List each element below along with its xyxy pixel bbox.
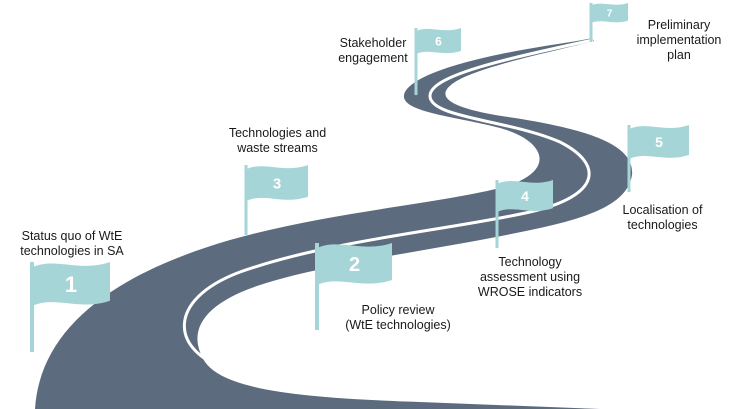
milestone-7-flag: 7 — [589, 3, 628, 42]
milestone-3-number: 3 — [273, 175, 281, 192]
milestone-5-flag: 5 — [627, 125, 689, 192]
milestone-3-flag: 3 — [244, 165, 308, 235]
milestone-7-label: Preliminary implementation plan — [636, 18, 722, 62]
flag-banner — [246, 165, 308, 201]
flag-banner — [32, 262, 110, 306]
flag-banner — [629, 125, 689, 159]
milestone-2-number: 2 — [349, 254, 360, 276]
road-center-line — [182, 38, 594, 409]
milestone-5-label: Localisation of technologies — [622, 203, 703, 232]
flag-banner — [591, 3, 628, 23]
milestone-7-number: 7 — [607, 9, 613, 20]
milestone-6-number: 6 — [435, 34, 442, 48]
milestone-1-label: Status quo of WtE technologies in SA — [20, 229, 124, 258]
milestone-4-label: Technology assessment using WROSE indica… — [477, 255, 583, 299]
flag-banner — [317, 243, 392, 285]
milestone-1-flag: 1 — [30, 262, 110, 352]
milestone-6-flag: 6 — [414, 28, 461, 95]
flag-banner — [416, 28, 461, 54]
milestone-1-number: 1 — [65, 272, 77, 297]
milestone-2-flag: 2 — [315, 243, 392, 330]
milestone-3-label: Technologies and waste streams — [228, 126, 327, 155]
milestone-4-flag: 4 — [495, 180, 553, 248]
milestone-4-number: 4 — [521, 188, 529, 204]
milestone-6-label: Stakeholder engagement — [338, 36, 408, 65]
milestone-5-number: 5 — [655, 134, 663, 150]
flag-banner — [497, 180, 553, 212]
road — [35, 38, 633, 409]
milestone-2-label: Policy review (WtE technologies) — [345, 303, 451, 332]
